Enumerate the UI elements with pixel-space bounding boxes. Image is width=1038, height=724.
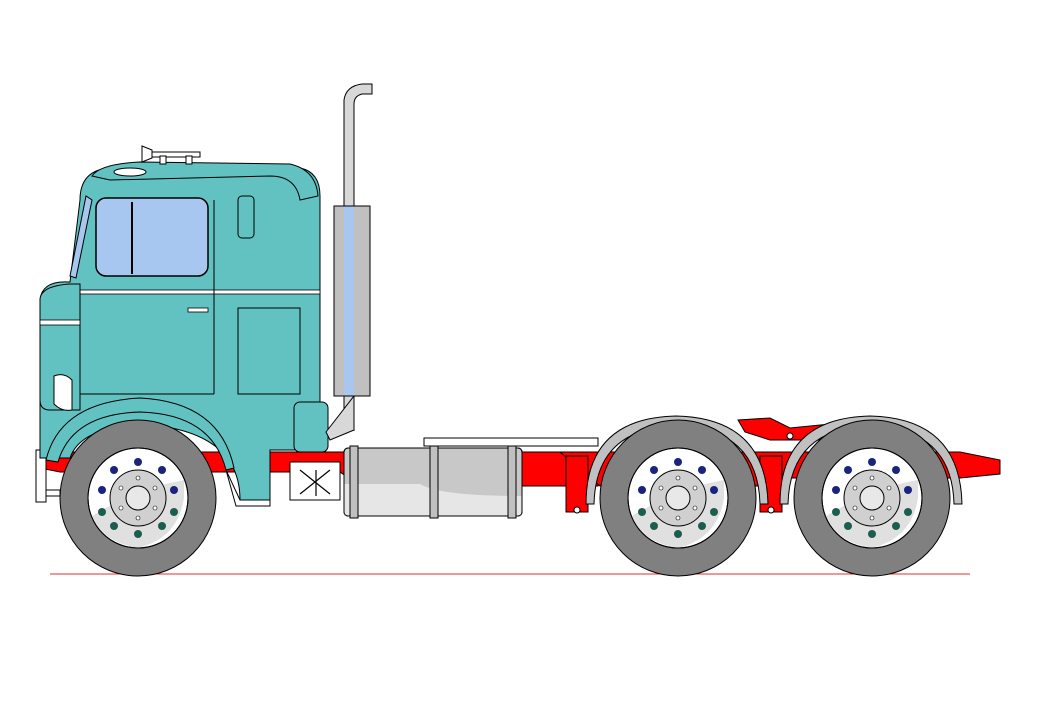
front-wheel bbox=[59, 419, 217, 577]
side-window bbox=[95, 197, 209, 277]
battery-box bbox=[289, 461, 341, 501]
door-handle bbox=[187, 307, 209, 313]
rear-wheel-2 bbox=[793, 419, 951, 577]
air-horn-icon bbox=[141, 145, 201, 165]
air-cleaner bbox=[293, 401, 329, 453]
headlight bbox=[53, 374, 73, 411]
exhaust-stack-icon bbox=[325, 83, 373, 441]
front-fender bbox=[45, 397, 235, 471]
cab bbox=[39, 161, 321, 501]
rear-wheel-1 bbox=[599, 419, 757, 577]
fuel-tank bbox=[343, 445, 523, 519]
belt-trim bbox=[79, 289, 321, 295]
